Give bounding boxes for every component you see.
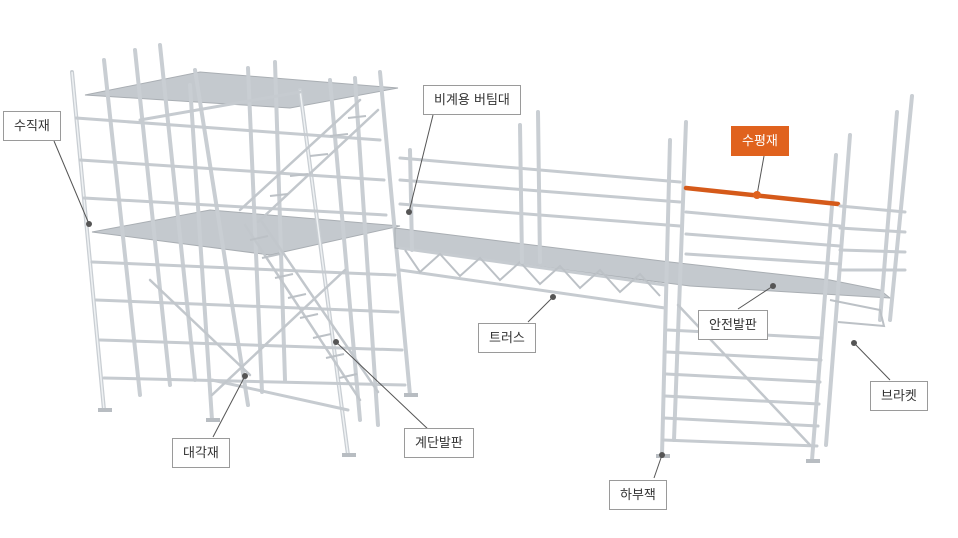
label-rafter-beam: 비계용 버팀대 [423, 85, 521, 115]
mid-deck [91, 209, 401, 256]
highlighted-horizontal-member [683, 185, 841, 207]
right-tower [656, 94, 914, 463]
stairs [238, 98, 380, 402]
bracket-shape [829, 299, 886, 328]
diagonal-brace-2 [148, 278, 252, 377]
label-horizontal: 수평재 [731, 126, 789, 156]
bridge-section [394, 110, 892, 310]
label-truss: 트러스 [478, 323, 536, 353]
label-stair-plank: 계단발판 [404, 428, 474, 458]
label-diagonal: 대각재 [172, 438, 230, 468]
left-ledgers [74, 90, 407, 412]
diagonal-brace-1 [210, 268, 347, 397]
label-vertical: 수직재 [3, 111, 61, 141]
label-base-jack: 하부잭 [609, 480, 667, 510]
label-bracket: 브라켓 [870, 381, 928, 411]
truss-web [404, 249, 661, 297]
label-safety-plank: 안전발판 [698, 310, 768, 340]
leaders [53, 114, 891, 479]
left-tower [70, 43, 418, 457]
